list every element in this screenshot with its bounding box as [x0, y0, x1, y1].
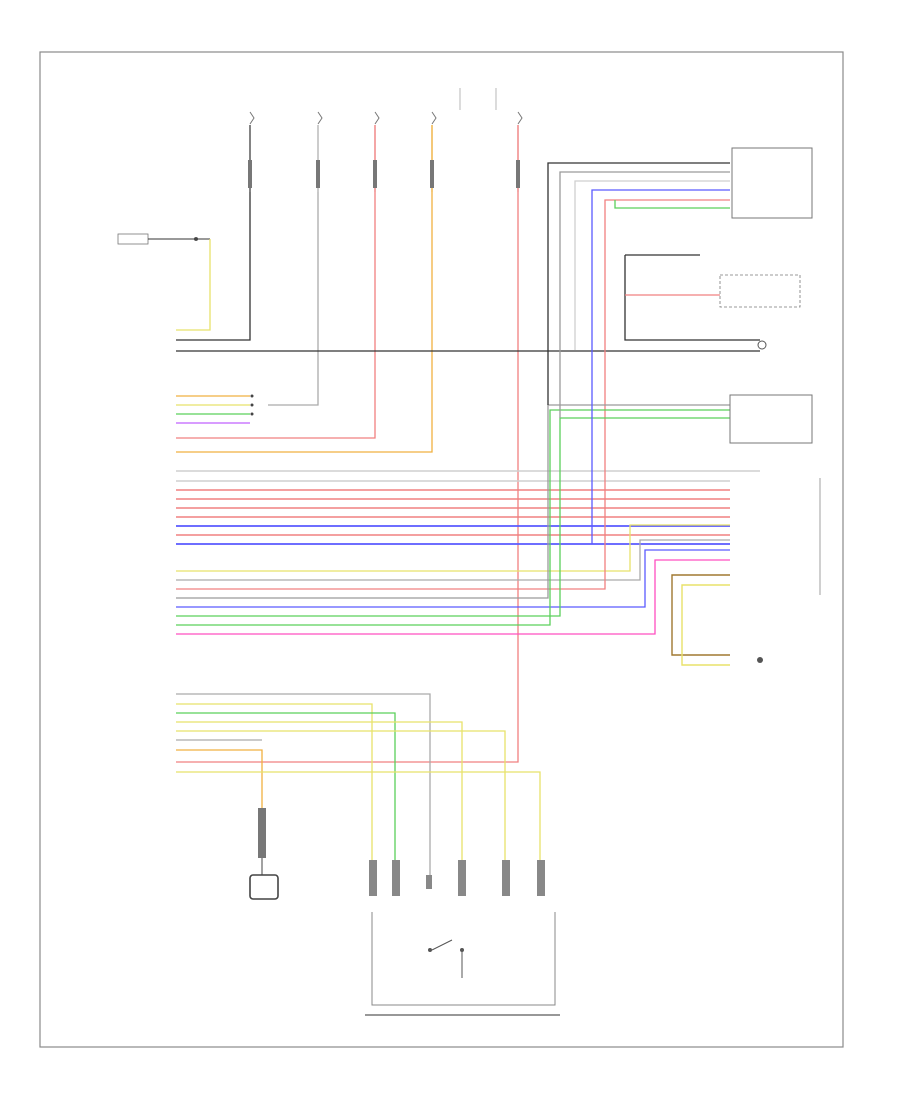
right-components — [719, 147, 821, 595]
fuse-3 — [373, 111, 380, 192]
component-1 — [731, 147, 813, 219]
trailer-switch — [365, 860, 560, 1016]
lower-right-ground — [671, 574, 763, 666]
fuse-feed-wires — [176, 192, 519, 763]
fuse-5 — [516, 111, 523, 192]
component-2 — [719, 274, 801, 308]
top-fuse-group — [248, 88, 523, 192]
harness-section-4 — [176, 470, 760, 545]
fuse-4 — [430, 111, 437, 192]
harness-section-6 — [176, 693, 541, 880]
harness-section-5 — [176, 199, 730, 635]
component-4 — [729, 394, 813, 444]
diagram-frame — [39, 51, 844, 1048]
bottom-ground — [249, 808, 279, 900]
right-trunk-wires — [547, 162, 760, 544]
component-3 — [757, 340, 767, 350]
fuse-2 — [316, 111, 323, 192]
fuse-1 — [248, 111, 255, 192]
ground-top-left — [117, 233, 210, 245]
module-left-pins — [176, 350, 760, 424]
